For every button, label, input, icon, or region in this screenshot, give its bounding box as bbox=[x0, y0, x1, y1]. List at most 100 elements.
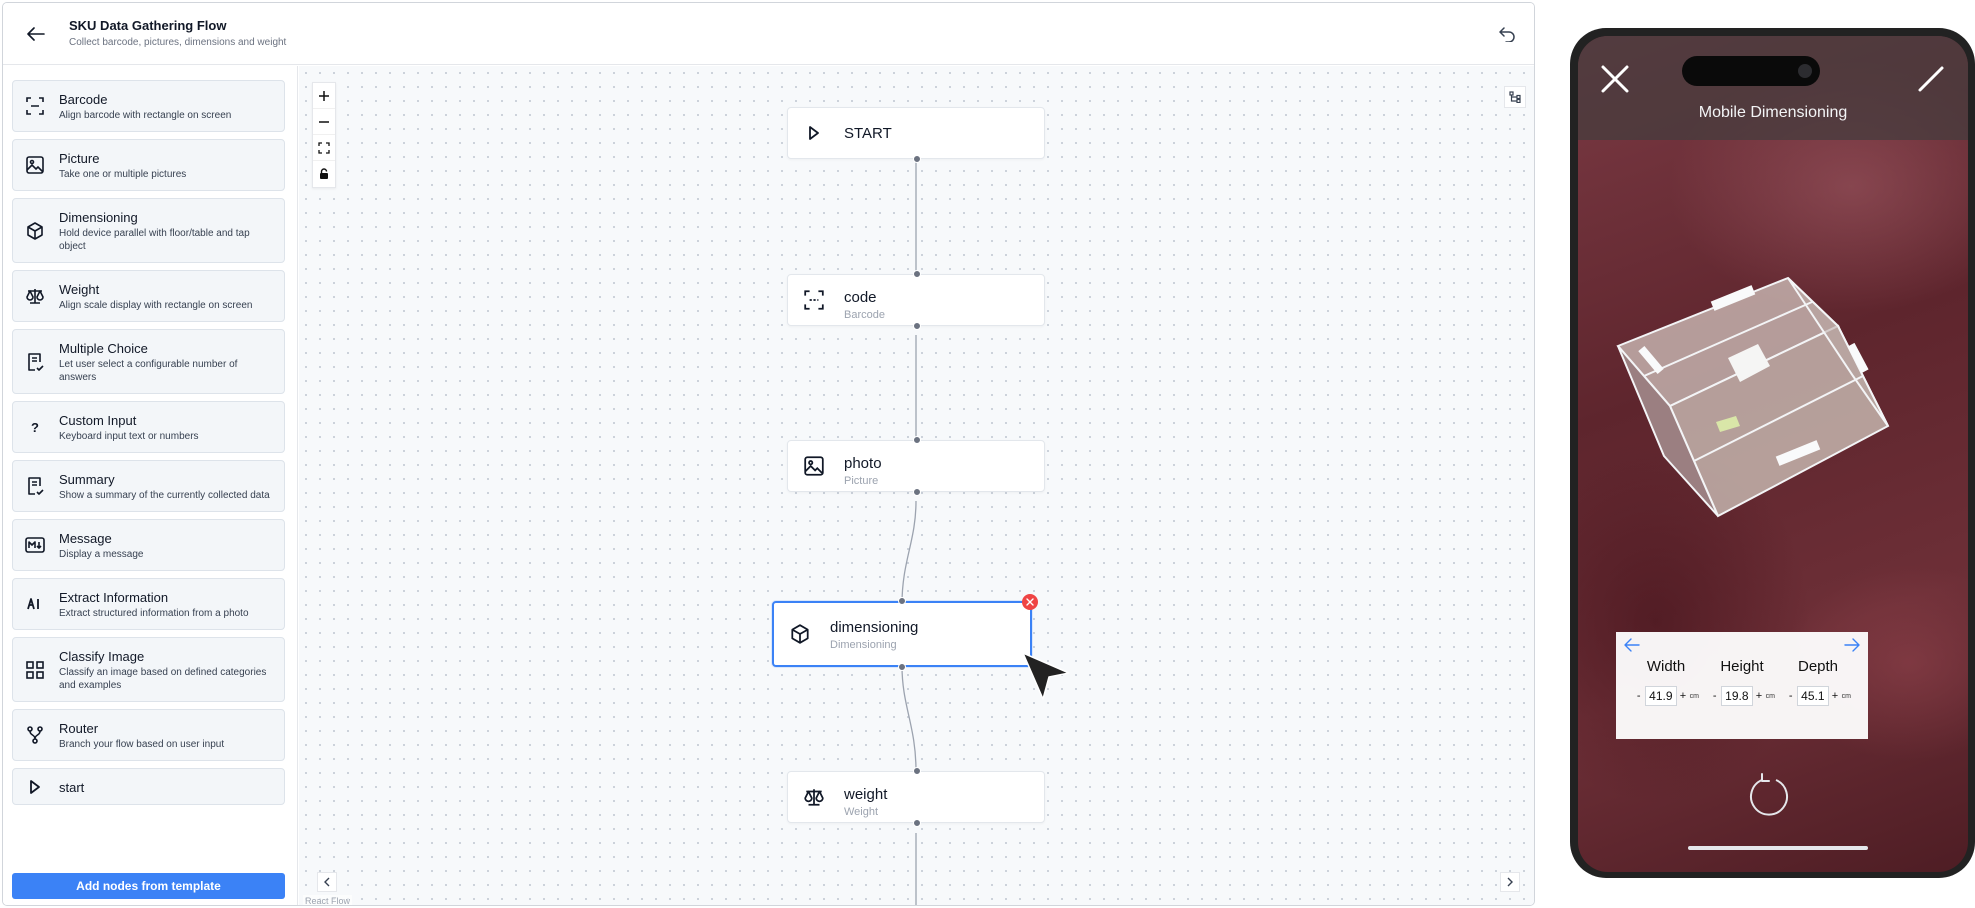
mouse-cursor-icon bbox=[1022, 652, 1070, 700]
node-title: code bbox=[844, 289, 877, 306]
delete-node-button[interactable] bbox=[1022, 594, 1038, 610]
flow-node-start[interactable]: START bbox=[787, 107, 1045, 163]
increment-button[interactable]: + bbox=[1831, 690, 1839, 702]
decrement-button[interactable]: - bbox=[1712, 690, 1717, 702]
node-palette-list: Barcode Align barcode with rectangle on … bbox=[12, 80, 285, 812]
palette-item-custom-input[interactable]: ? Custom Input Keyboard input text or nu… bbox=[12, 401, 285, 453]
flow-canvas[interactable]: START code Barcode photo Picture bbox=[299, 66, 1534, 906]
lock-icon bbox=[320, 168, 328, 179]
source-handle[interactable] bbox=[913, 488, 921, 496]
scale-icon bbox=[802, 785, 826, 809]
react-flow-attribution[interactable]: React Flow bbox=[303, 895, 353, 906]
fit-view-icon bbox=[318, 141, 330, 154]
palette-item-classify-image[interactable]: Classify Image Classify an image based o… bbox=[12, 637, 285, 702]
flow-node-photo[interactable]: photo Picture bbox=[787, 436, 1045, 496]
dimension-height: Height - 19.8 + cm bbox=[1704, 658, 1780, 707]
page-title: SKU Data Gathering Flow bbox=[69, 18, 227, 33]
palette-item-name: Summary bbox=[59, 472, 115, 487]
depth-value[interactable]: 45.1 bbox=[1796, 686, 1830, 706]
palette-item-name: start bbox=[59, 780, 85, 795]
zoom-in-button[interactable] bbox=[313, 83, 335, 109]
node-subtitle: Dimensioning bbox=[830, 639, 897, 651]
palette-item-router[interactable]: Router Branch your flow based on user in… bbox=[12, 709, 285, 761]
fit-view-button[interactable] bbox=[313, 135, 335, 161]
palette-item-extract-information[interactable]: Extract Information Extract structured i… bbox=[12, 578, 285, 630]
edit-pen-icon[interactable] bbox=[1916, 64, 1946, 94]
canvas-controls bbox=[312, 82, 336, 188]
palette-item-barcode[interactable]: Barcode Align barcode with rectangle on … bbox=[12, 80, 285, 132]
palette-item-desc: Extract structured information from a ph… bbox=[59, 608, 249, 619]
source-handle[interactable] bbox=[913, 155, 921, 163]
edge-dimensioning-weight bbox=[901, 665, 917, 772]
width-value[interactable]: 41.9 bbox=[1644, 686, 1678, 706]
palette-item-message[interactable]: Message Display a message bbox=[12, 519, 285, 571]
flow-node-weight[interactable]: weight Weight bbox=[787, 767, 1045, 827]
decrement-button[interactable]: - bbox=[1636, 690, 1641, 702]
palette-item-name: Barcode bbox=[59, 92, 108, 107]
unit-label: cm bbox=[1765, 692, 1775, 700]
target-handle[interactable] bbox=[898, 597, 906, 605]
barcode-scan-icon bbox=[802, 288, 826, 312]
layout-tree-button[interactable] bbox=[1504, 86, 1526, 108]
arrow-left-icon[interactable] bbox=[1624, 638, 1640, 652]
depth-stepper: - 45.1 + cm bbox=[1785, 685, 1851, 707]
back-button[interactable] bbox=[23, 22, 49, 46]
unit-label: cm bbox=[1841, 692, 1851, 700]
plus-icon bbox=[319, 90, 329, 101]
palette-item-name: Extract Information bbox=[59, 590, 169, 605]
palette-item-multiple-choice[interactable]: Multiple Choice Let user select a config… bbox=[12, 329, 285, 394]
palette-item-desc: Take one or multiple pictures bbox=[59, 169, 187, 180]
flow-node-dimensioning[interactable]: dimensioning Dimensioning bbox=[772, 597, 1032, 671]
decrement-button[interactable]: - bbox=[1788, 690, 1793, 702]
collapse-sidebar-button[interactable] bbox=[317, 872, 337, 892]
target-handle[interactable] bbox=[913, 436, 921, 444]
ai-icon bbox=[24, 593, 46, 615]
increment-button[interactable]: + bbox=[1679, 690, 1687, 702]
reset-icon[interactable] bbox=[1746, 772, 1792, 818]
palette-item-start[interactable]: start bbox=[12, 768, 285, 805]
undo-icon bbox=[1499, 27, 1515, 42]
dynamic-island bbox=[1682, 56, 1820, 86]
markdown-icon bbox=[24, 534, 46, 556]
palette-item-desc: Classify an image based on defined categ… bbox=[59, 667, 267, 691]
phone-preview: Mobile Dimensioning Width - 41.9 + cm He… bbox=[1570, 28, 1975, 878]
image-icon bbox=[24, 154, 46, 176]
close-icon[interactable] bbox=[1598, 62, 1632, 96]
zoom-out-button[interactable] bbox=[313, 109, 335, 135]
source-handle[interactable] bbox=[898, 663, 906, 671]
increment-button[interactable]: + bbox=[1755, 690, 1763, 702]
palette-item-desc: Keyboard input text or numbers bbox=[59, 431, 199, 442]
node-title: dimensioning bbox=[830, 619, 919, 636]
dimension-depth: Depth - 45.1 + cm bbox=[1780, 658, 1856, 707]
palette-item-dimensioning[interactable]: Dimensioning Hold device parallel with f… bbox=[12, 198, 285, 263]
summary-icon bbox=[24, 475, 46, 497]
flow-node-code[interactable]: code Barcode bbox=[787, 270, 1045, 330]
palette-item-weight[interactable]: Weight Align scale display with rectangl… bbox=[12, 270, 285, 322]
palette-item-summary[interactable]: Summary Show a summary of the currently … bbox=[12, 460, 285, 512]
node-title: weight bbox=[844, 786, 888, 803]
source-handle[interactable] bbox=[913, 322, 921, 330]
editor-header: SKU Data Gathering Flow Collect barcode,… bbox=[3, 3, 1534, 65]
undo-button[interactable] bbox=[1496, 23, 1518, 45]
close-icon bbox=[1026, 598, 1034, 606]
dimension-label: Depth bbox=[1797, 658, 1839, 675]
target-handle[interactable] bbox=[913, 767, 921, 775]
toggle-interactivity-button[interactable] bbox=[313, 161, 335, 187]
node-subtitle: Weight bbox=[844, 806, 879, 818]
expand-panel-button[interactable] bbox=[1500, 872, 1520, 892]
palette-item-desc: Align barcode with rectangle on screen bbox=[59, 110, 232, 121]
phone-screen: Mobile Dimensioning Width - 41.9 + cm He… bbox=[1578, 36, 1968, 872]
arrow-right-icon[interactable] bbox=[1844, 638, 1860, 652]
source-handle[interactable] bbox=[913, 819, 921, 827]
palette-item-name: Dimensioning bbox=[59, 210, 138, 225]
barcode-scan-icon bbox=[24, 95, 46, 117]
target-handle[interactable] bbox=[913, 270, 921, 278]
flow-editor-window: SKU Data Gathering Flow Collect barcode,… bbox=[2, 2, 1535, 906]
palette-item-picture[interactable]: Picture Take one or multiple pictures bbox=[12, 139, 285, 191]
add-nodes-from-template-button[interactable]: Add nodes from template bbox=[12, 873, 285, 899]
question-icon: ? bbox=[31, 419, 39, 435]
cube-icon bbox=[788, 622, 812, 646]
dimensions-panel: Width - 41.9 + cm Height - 19.8 + cm D bbox=[1616, 632, 1868, 739]
height-value[interactable]: 19.8 bbox=[1720, 686, 1754, 706]
home-indicator bbox=[1688, 846, 1868, 850]
